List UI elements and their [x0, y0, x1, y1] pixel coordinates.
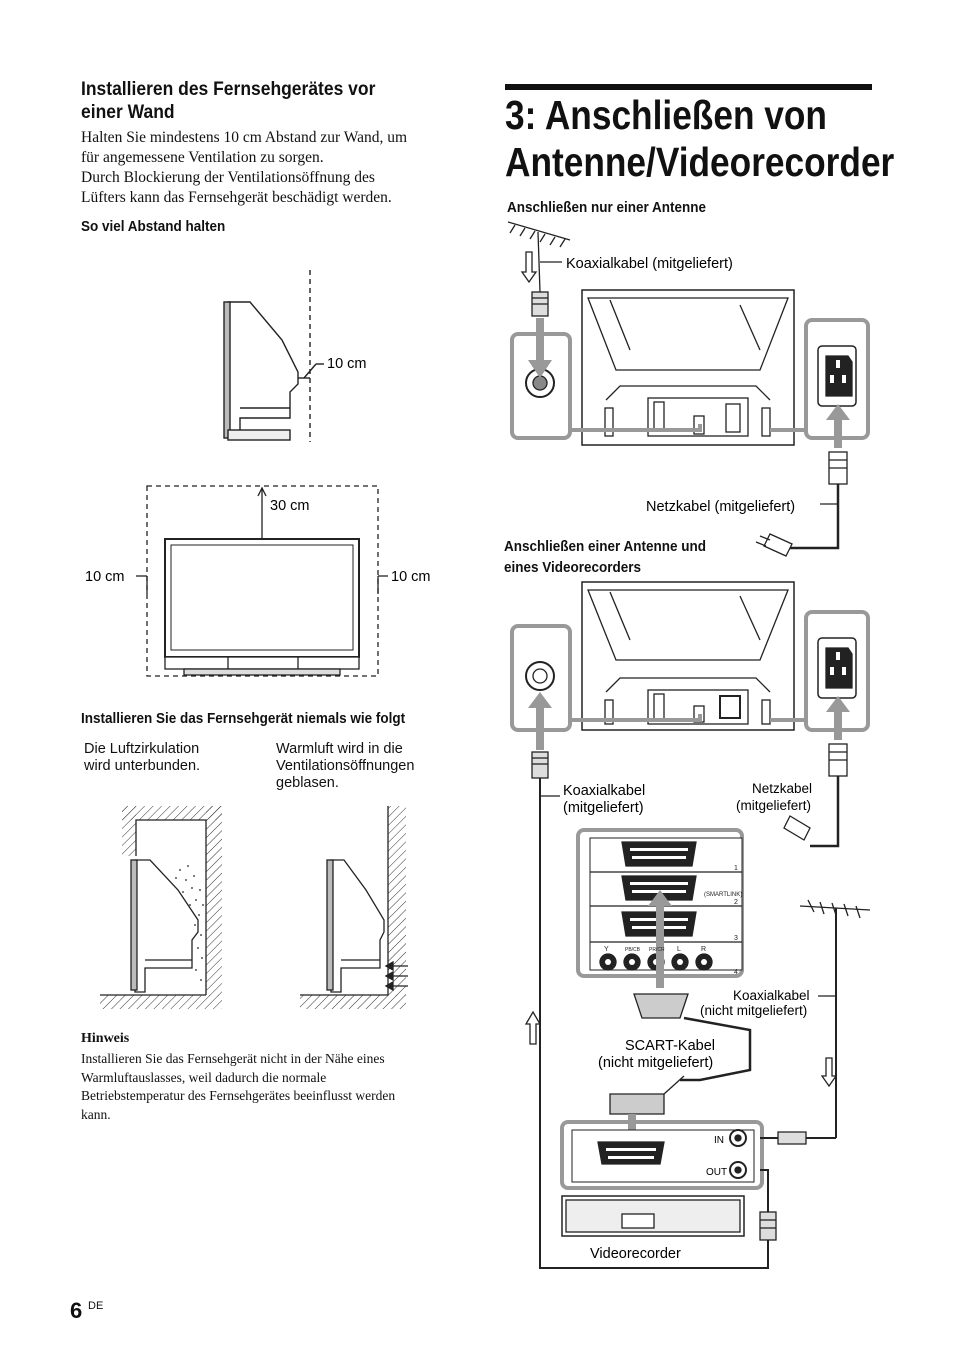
panel-y: Y: [604, 946, 609, 953]
chapter-title: 3: Anschließen von Antenne/Videorecorder: [505, 92, 895, 185]
panel-number-4: 4: [734, 969, 738, 976]
coax-not-supplied-line1: Koaxialkabel: [733, 988, 810, 1003]
panel-smartlink: (SMARTLINK): [704, 892, 742, 898]
subheading-antenna-vcr: Anschließen einer Antenne und eines Vide…: [504, 538, 707, 576]
subheading-antenna-only: Anschließen nur einer Antenne: [507, 199, 707, 216]
vcr-out-label: OUT: [706, 1167, 727, 1178]
coax-not-supplied-line2: (nicht mitgeliefert): [700, 1003, 807, 1018]
page-language: DE: [88, 1300, 104, 1312]
warning-warm-air: Warmluft wird in die Ventilationsöffnung…: [276, 741, 415, 791]
panel-pr: PR/CR: [649, 947, 665, 953]
vcr-label: Videorecorder: [590, 1246, 681, 1262]
section-title: Installieren des Fernsehgerätes vor eine…: [81, 79, 376, 123]
power-supplied-2-line2: (mitgeliefert): [736, 798, 811, 813]
coax-supplied-2-line1: Koaxialkabel: [563, 783, 645, 799]
subheading-distance: So viel Abstand halten: [81, 218, 226, 235]
panel-number-3: 3: [734, 935, 738, 942]
panel-pb: PB/CB: [625, 947, 641, 953]
warning-airflow: Die Luftzirkulation wird unterbunden.: [84, 741, 201, 774]
intro-paragraph: Halten Sie mindestens 10 cm Abstand zur …: [81, 129, 408, 206]
front-left-label: 10 cm: [85, 569, 125, 585]
panel-number-2: 2: [734, 899, 738, 906]
page-number: 6: [70, 1298, 83, 1323]
front-top-label: 30 cm: [270, 498, 310, 514]
power-supplied-label: Netzkabel (mitgeliefert): [646, 499, 795, 515]
coax-supplied-label: Koaxialkabel (mitgeliefert): [566, 256, 733, 272]
note-title: Hinweis: [81, 1031, 130, 1046]
side-view-label: 10 cm: [327, 356, 367, 372]
note-body: Installieren Sie das Fernsehgerät nicht …: [81, 1051, 396, 1122]
panel-l: L: [677, 946, 681, 953]
panel-r: R: [701, 946, 706, 953]
chapter-rule: [505, 84, 872, 90]
subheading-never: Installieren Sie das Fernsehgerät niemal…: [81, 710, 406, 727]
vcr-in-label: IN: [714, 1135, 724, 1146]
coax-supplied-2-line2: (mitgeliefert): [563, 800, 644, 816]
scart-not-supplied-line2: (nicht mitgeliefert): [598, 1055, 713, 1071]
panel-number-1: 1: [734, 865, 738, 872]
front-right-label: 10 cm: [391, 569, 431, 585]
scart-not-supplied-line1: SCART-Kabel: [625, 1038, 715, 1054]
power-supplied-2-line1: Netzkabel: [752, 781, 812, 796]
